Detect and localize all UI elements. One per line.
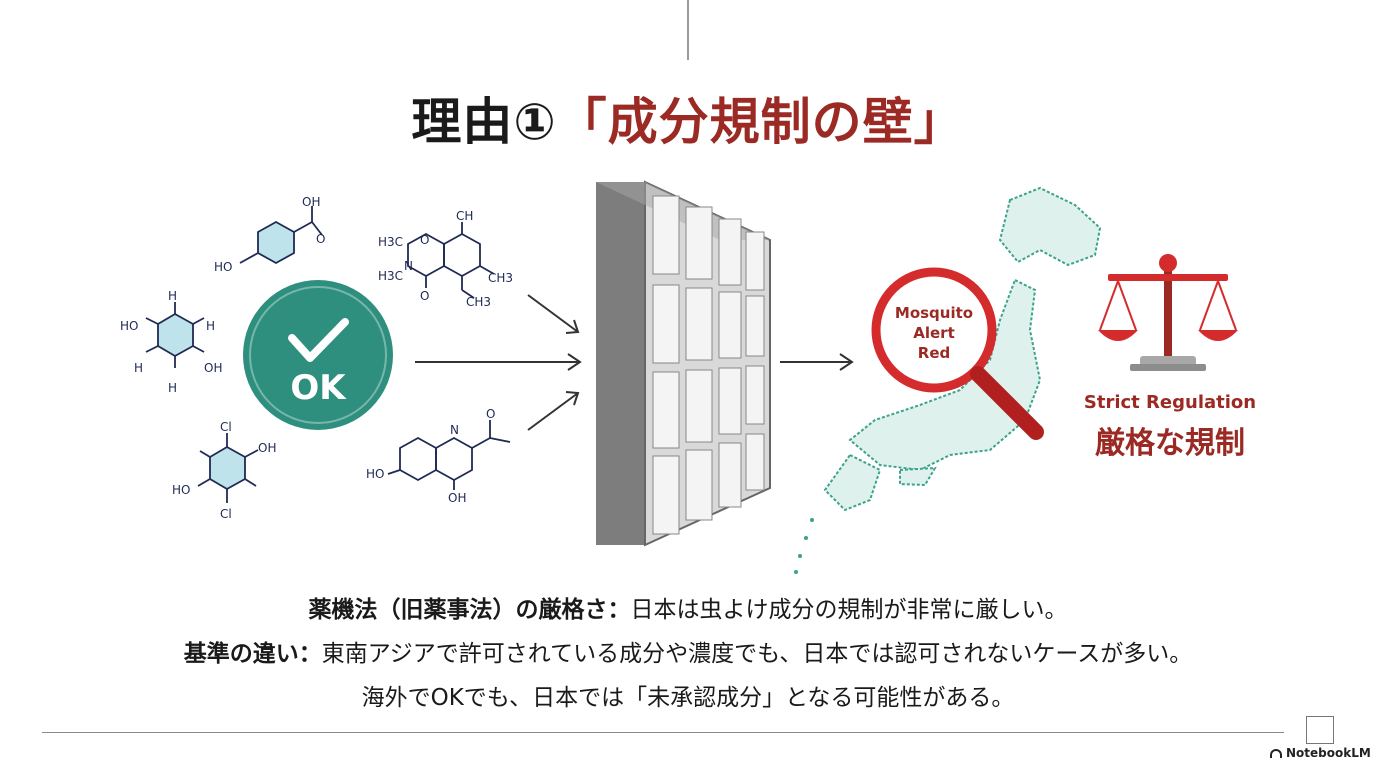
caption-2-text: 東南アジアで許可されている成分や濃度でも、日本では認可されないケースが多い。 xyxy=(321,641,1193,667)
top-divider xyxy=(687,0,689,60)
caption-2-bold: 基準の違い： xyxy=(183,641,322,667)
mol4-h3c1: H3C xyxy=(378,235,403,249)
mol1-oh-label: OH xyxy=(302,195,320,209)
caption-3-text: 海外でOKでも、日本では「未承認成分」となる可能性がある。 xyxy=(361,685,1015,711)
ok-label: OK xyxy=(290,368,346,408)
bottom-divider xyxy=(42,732,1284,733)
island-chain xyxy=(794,518,814,574)
mol5-o: O xyxy=(486,407,495,421)
mol3-cl1: Cl xyxy=(220,420,232,434)
mol4-h3c2: H3C xyxy=(378,269,403,283)
mol1-o-label: O xyxy=(316,232,325,246)
mol4-o2: O xyxy=(420,289,429,303)
mol3-ho: HO xyxy=(172,483,190,497)
caption-line-3: 海外でOKでも、日本では「未承認成分」となる可能性がある。 xyxy=(0,678,1376,712)
arrow-to-map xyxy=(780,353,854,371)
arrows-to-wall xyxy=(415,294,582,431)
brand-footer: NotebookLM xyxy=(1270,746,1371,760)
magnifier xyxy=(871,267,1044,440)
molecule-quinoline: N O HO OH xyxy=(366,407,511,505)
mol2-h2: H xyxy=(206,319,215,333)
mol4-ch3a: CH xyxy=(456,209,473,223)
scales-icon xyxy=(1098,254,1238,371)
ok-badge xyxy=(243,280,393,430)
regulation-wall xyxy=(596,180,771,547)
mol4-ch3b: CH3 xyxy=(488,271,513,285)
mol4-n: N xyxy=(404,259,413,273)
molecule-hydroxybenzoic: OH O HO xyxy=(214,195,325,274)
mol2-ho: HO xyxy=(120,319,138,333)
mol1-ho-label: HO xyxy=(214,260,232,274)
magnifier-line-3: Red xyxy=(918,344,950,362)
japan-map xyxy=(823,186,1102,512)
strict-regulation-en: Strict Regulation xyxy=(1083,392,1257,413)
mol3-cl2: Cl xyxy=(220,507,232,521)
caption-1-text: 日本は虫よけ成分の規制が非常に厳しい。 xyxy=(630,597,1068,623)
mol5-oh: OH xyxy=(448,491,466,505)
molecule-dihydroxybenzene: H HO H H OH H xyxy=(120,289,222,395)
mol2-oh: OH xyxy=(204,361,222,375)
molecule-chlorophenol: Cl OH HO Cl xyxy=(172,420,276,521)
slide-corner-icon xyxy=(1306,716,1334,744)
mol2-h3: H xyxy=(134,361,143,375)
caption-1-bold: 薬機法（旧薬事法）の厳格さ： xyxy=(308,597,631,623)
mol5-n: N xyxy=(450,423,459,437)
magnifier-line-2: Alert xyxy=(913,324,955,342)
page-title: 理由①「成分規制の壁」 xyxy=(0,82,1376,154)
caption-line-1: 薬機法（旧薬事法）の厳格さ：日本は虫よけ成分の規制が非常に厳しい。 xyxy=(0,590,1376,624)
title-prefix: 理由① xyxy=(411,93,557,151)
mol4-ch3c: CH3 xyxy=(466,295,491,309)
caption-line-2: 基準の違い：東南アジアで許可されている成分や濃度でも、日本では認可されないケース… xyxy=(0,634,1376,668)
molecule-benzoxazine: CH H3C O H3C N O CH3 CH3 xyxy=(378,209,513,309)
magnifier-line-1: Mosquito xyxy=(895,304,973,322)
mol3-oh: OH xyxy=(258,441,276,455)
mol2-h1: H xyxy=(168,289,177,303)
strict-regulation-jp: 厳格な規制 xyxy=(1095,426,1245,461)
notebooklm-logo-icon xyxy=(1270,749,1282,758)
check-icon xyxy=(288,318,349,362)
brand-name: NotebookLM xyxy=(1286,746,1371,760)
mol2-h4: H xyxy=(168,381,177,395)
title-highlight: 「成分規制の壁」 xyxy=(556,93,965,151)
mol5-ho: HO xyxy=(366,467,384,481)
mol4-o: O xyxy=(420,233,429,247)
